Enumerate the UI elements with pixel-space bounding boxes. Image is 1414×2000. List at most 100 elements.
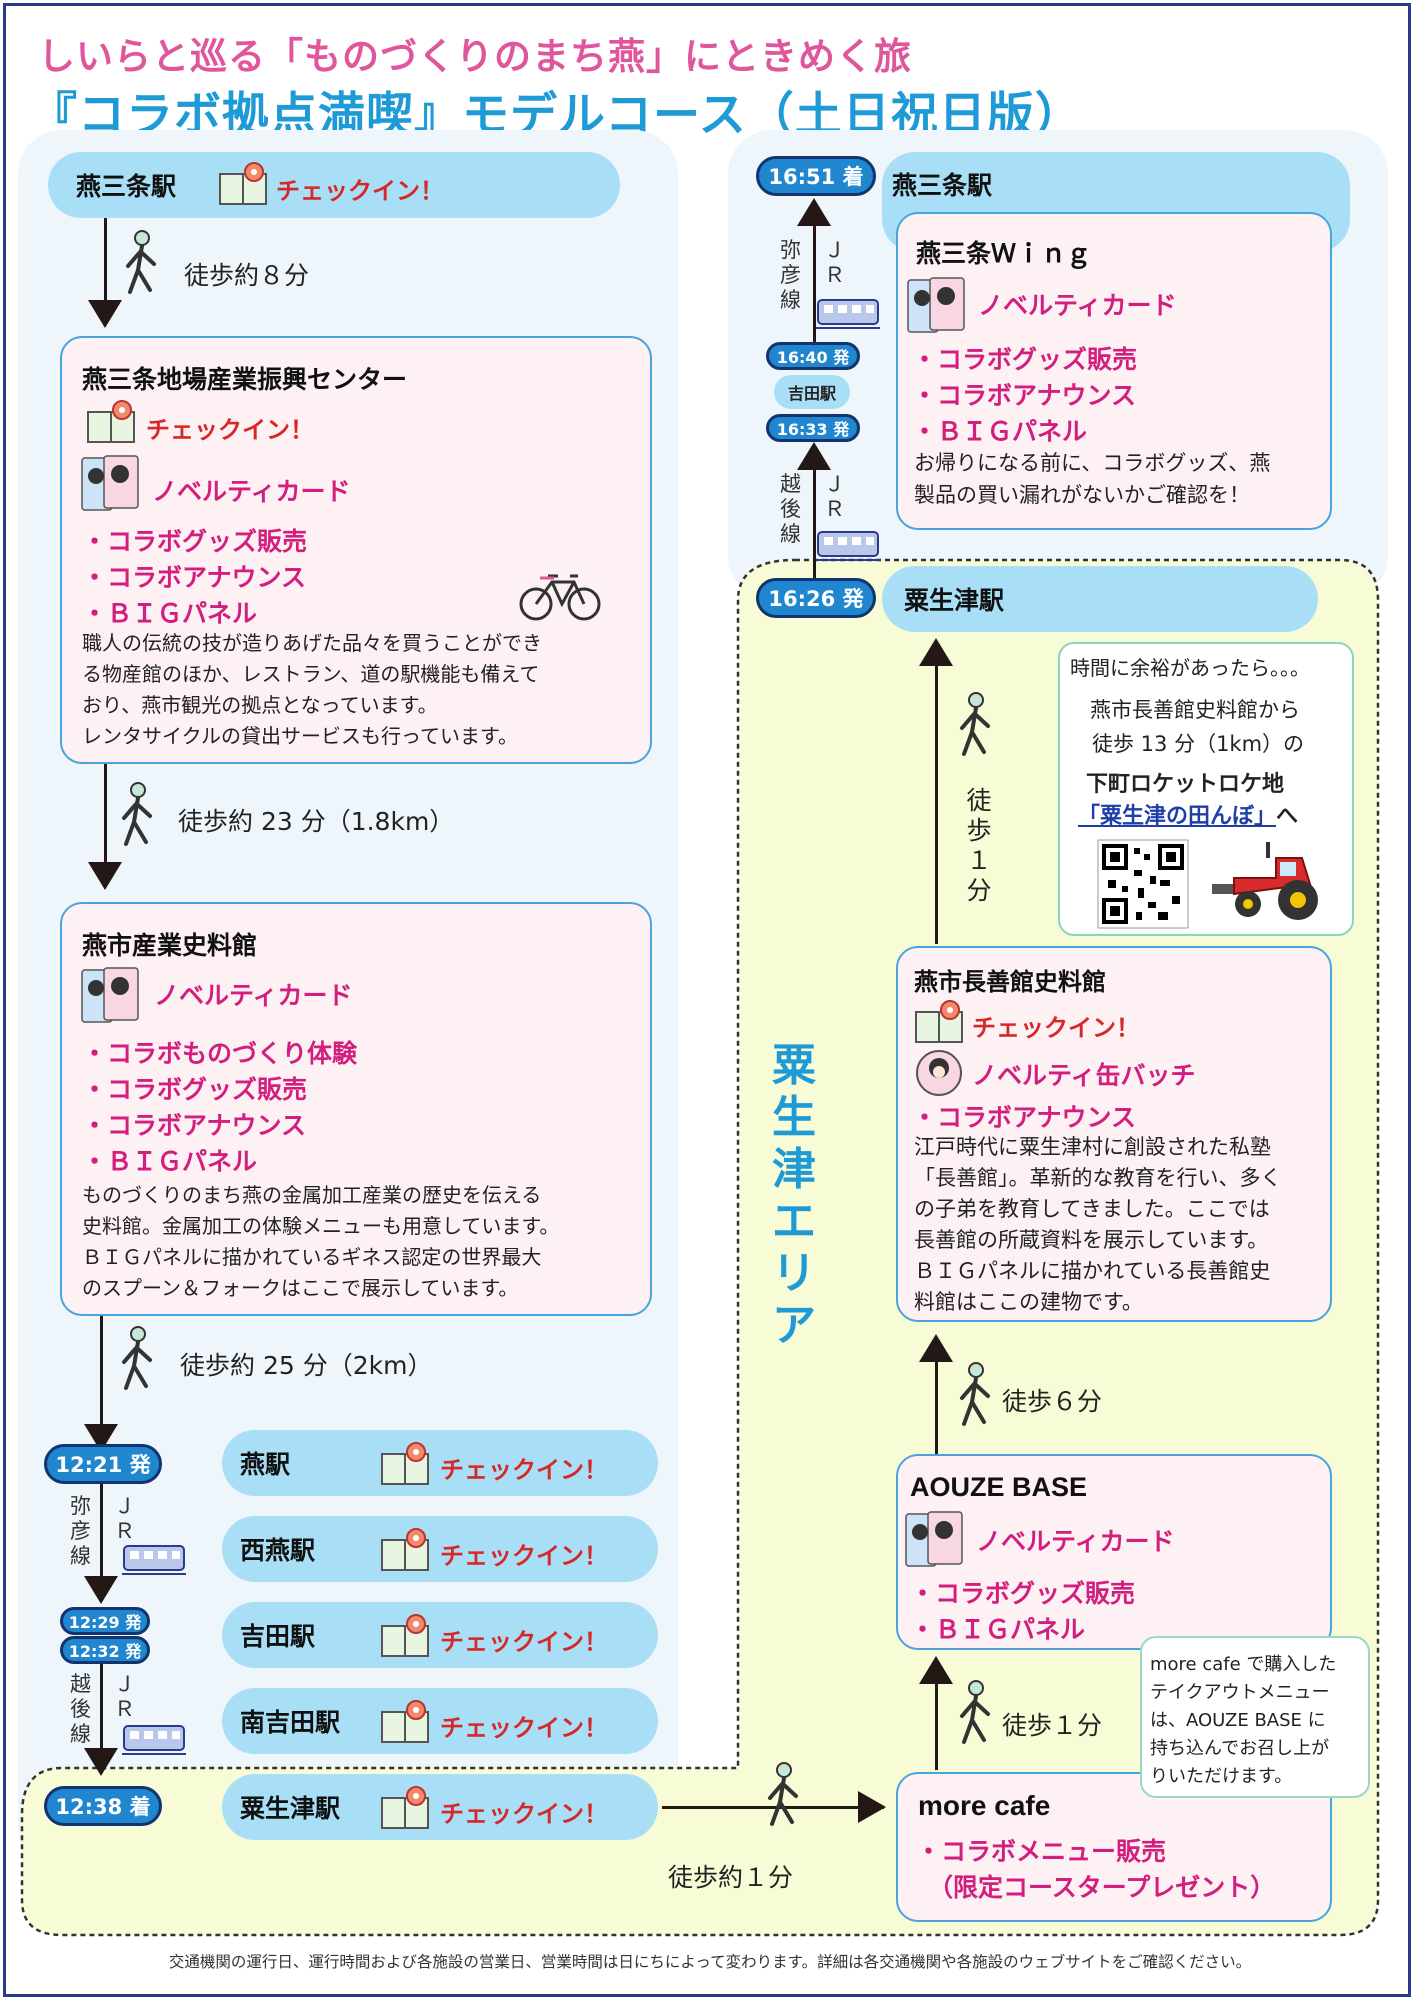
jr-label-right-2: ＪＲ: [824, 472, 845, 521]
area-char-5: リ: [772, 1248, 816, 1299]
chozen-desc-6: 料館はここの建物です。: [914, 1290, 1143, 1314]
jr-label-left-2: ＪＲ: [114, 1672, 135, 1721]
station-pill-tsubame: 燕駅: [222, 1430, 658, 1496]
aozu-station-name-right: 粟生津駅: [904, 586, 1005, 615]
novelty-card-icon: [907, 277, 965, 333]
cafe-menu-label: ・コラボメニュー販売: [916, 1837, 1167, 1866]
chozen-desc-4: 長善館の所蔵資料を展示しています。: [914, 1228, 1269, 1252]
tractor-icon: [1212, 842, 1318, 920]
chozen-card: [896, 946, 1332, 1322]
yahiko-line-right: [813, 222, 816, 346]
echigo-label-left: 越後線: [70, 1672, 91, 1746]
area-char-4: エ: [772, 1196, 816, 1247]
station-name-minamiyoshida: 南吉田駅: [240, 1708, 341, 1737]
time-badge-1633: 16:33 発: [766, 414, 860, 442]
cafe-note-3: は、AOUZE BASE に: [1150, 1710, 1326, 1731]
aouze-panel-label: ・ＢＩＧパネル: [910, 1615, 1086, 1644]
walking-person-icon: [122, 1326, 152, 1390]
start-station-name: 燕三条駅: [76, 172, 177, 201]
walk1-text: 徒歩約８分: [184, 261, 310, 290]
info-line4: 下町ロケットロケ地: [1086, 772, 1285, 797]
echigo-arrow-left: [84, 1748, 118, 1776]
walk-vertical-text: 徒 歩 １ 分: [964, 786, 994, 906]
walk6-line: [935, 1360, 938, 1454]
info-link-line: 「粟生津の田んぼ」へ: [1078, 798, 1298, 830]
cafe-name: more cafe: [918, 1790, 1051, 1821]
map-pin-icon: [381, 1614, 429, 1657]
walking-person-icon: [126, 230, 156, 294]
walk1-line: [104, 218, 107, 302]
cafe-note-bubble: [1140, 1636, 1370, 1798]
museum-novelty-label: ノベルティカード: [154, 981, 353, 1010]
walk6-text: 徒歩６分: [1002, 1387, 1103, 1416]
map-pin-icon: [381, 1700, 429, 1743]
chozen-desc-1: 江戸時代に粟生津村に創設された私塾: [914, 1135, 1271, 1159]
center-novelty-label: ノベルティカード: [152, 477, 351, 506]
walk1min-arrow: [919, 1656, 953, 1684]
chozen-desc-5: ＢＩＧパネルに描かれている長善館史: [914, 1259, 1271, 1283]
qr-code-icon[interactable]: [1097, 839, 1189, 929]
aouze-card: [896, 1454, 1332, 1650]
train-icon: [122, 1725, 186, 1755]
chozen-desc-2: 「長善館」。革新的な教育を行い、多く: [914, 1166, 1282, 1190]
time-badge-1238: 12:38 着: [44, 1786, 162, 1826]
area-char-6: ア: [772, 1300, 816, 1351]
yahiko-line-left: [100, 1484, 103, 1582]
museum-desc-3: ＢＩＧパネルに描かれているギネス認定の世界最大: [82, 1245, 542, 1269]
cafe-note-5: りいただけます。: [1150, 1766, 1293, 1787]
map-pin-icon: [219, 162, 267, 205]
center-card: [60, 336, 652, 764]
walk2-line: [104, 764, 107, 864]
walk-v-4: 分: [966, 876, 992, 905]
area-char-2: 生: [772, 1092, 816, 1143]
walk-v-2: 歩: [966, 816, 992, 845]
station-pill-minamiyoshida: 南吉田駅: [222, 1688, 658, 1754]
station-pill-nishitsubame: 西燕駅: [222, 1516, 658, 1582]
info-line3: 徒歩 13 分（1km）の: [1092, 732, 1305, 756]
tanbo-link[interactable]: 「粟生津の田んぼ」: [1078, 804, 1277, 829]
chozen-name: 燕市長善館史料館: [914, 968, 1106, 996]
start-checkin-label: チェックイン！: [276, 177, 444, 205]
bicycle-icon: [519, 574, 601, 621]
chozen-desc-3: の子弟を教育してきました。ここでは: [914, 1197, 1270, 1221]
station-name-yoshida: 吉田駅: [240, 1622, 316, 1651]
wing-card: [896, 212, 1332, 530]
train-icon: [816, 531, 880, 561]
echigo-label-right: 越後線: [780, 472, 801, 546]
wing-announce-label: ・コラボアナウンス: [912, 381, 1137, 410]
walking-person-icon: [960, 692, 990, 756]
echigo-arrow-right: [797, 442, 831, 470]
cafe-note-4: 持ち込んでお召し上が: [1150, 1738, 1330, 1759]
center-desc-4: レンタサイクルの貸出サービスも行っています。: [82, 724, 518, 748]
echigo-line-left: [100, 1664, 103, 1750]
title-line1: しいらと巡る「ものづくりのまち燕」にときめく旅: [38, 35, 912, 78]
walk1-arrow: [88, 300, 122, 328]
walk6-arrow: [919, 1334, 953, 1362]
walk3-text: 徒歩約 25 分（2km）: [180, 1351, 433, 1380]
info-line2: 燕市長善館史料館から: [1090, 698, 1300, 722]
map-pin-icon: [381, 1442, 429, 1485]
wing-goods-label: ・コラボグッズ販売: [912, 345, 1138, 374]
time-badge-1651: 16:51 着: [756, 156, 876, 196]
time-badge-1640: 16:40 発: [766, 342, 860, 370]
chozen-announce-label: ・コラボアナウンス: [912, 1103, 1137, 1132]
aouze-novelty-label: ノベルティカード: [976, 1527, 1175, 1556]
walk3-line: [100, 1316, 103, 1428]
yoshida-name-right: 吉田駅: [787, 384, 836, 403]
yahiko-arrow-left: [84, 1576, 118, 1604]
area-char-3: 津: [772, 1144, 816, 1195]
center-announce-label: ・コラボアナウンス: [82, 563, 307, 592]
station-name-aozu: 粟生津駅: [240, 1794, 341, 1823]
station-pill-aozu: 粟生津駅: [222, 1774, 658, 1840]
museum-panel-label: ・ＢＩＧパネル: [82, 1147, 258, 1176]
walk-up-line: [935, 666, 938, 944]
cafe-note-1: more cafe で購入した: [1150, 1654, 1337, 1675]
walk1min-line: [935, 1682, 938, 1770]
map-pin-icon: [381, 1528, 429, 1571]
checkin-aozu: チェックイン！: [440, 1800, 608, 1828]
novelty-card-icon: [81, 455, 139, 511]
wing-name: 燕三条Ｗｉｎｇ: [916, 239, 1092, 268]
chozen-novelty-badge-label: ノベルティ缶バッチ: [972, 1061, 1196, 1090]
museum-card: [60, 902, 652, 1316]
museum-desc-2: 史料館。金属加工の体験メニューも用意しています。: [82, 1214, 560, 1238]
